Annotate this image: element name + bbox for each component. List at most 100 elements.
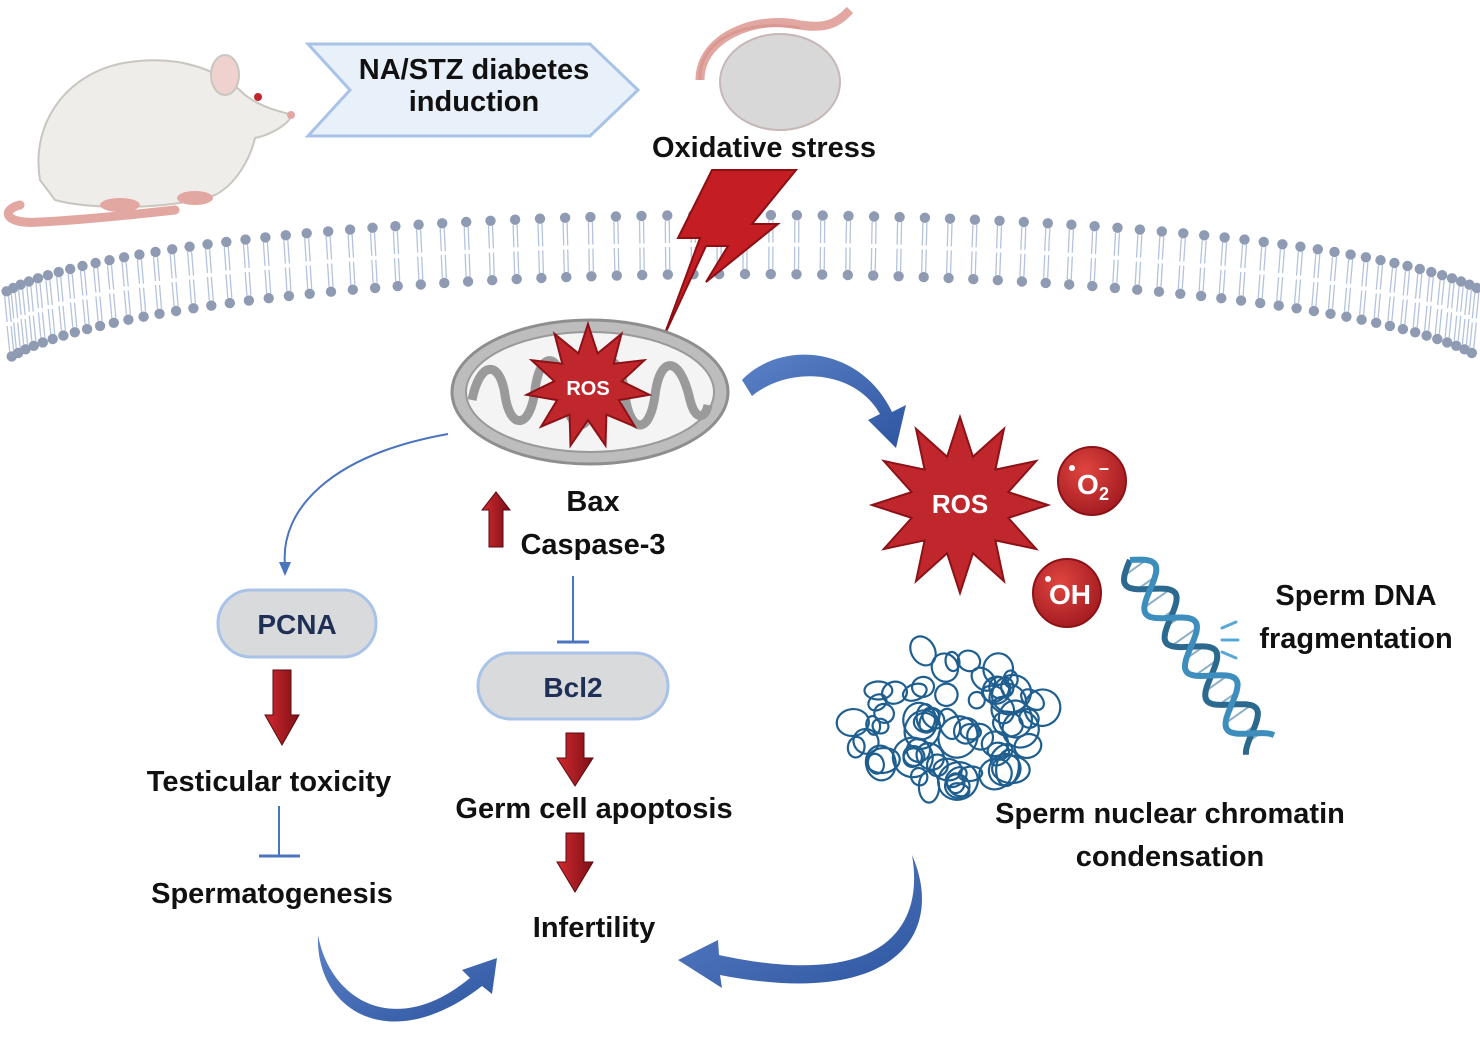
dna-helix-icon — [1120, 556, 1276, 755]
lipid-tail — [1179, 238, 1182, 262]
lipid-head — [1042, 218, 1054, 229]
lipid-tail — [138, 287, 143, 312]
lipid-tail — [13, 322, 17, 348]
lipid-head — [1384, 320, 1396, 332]
lipid-head — [1414, 263, 1426, 275]
lipid-tail — [1400, 299, 1404, 325]
lipid-tail — [1430, 277, 1434, 302]
lipid-tail — [492, 252, 495, 276]
lipid-tail — [82, 299, 86, 325]
induction-label-line2: induction — [409, 86, 539, 118]
lipid-tail — [975, 224, 978, 248]
lipid-tail — [1220, 242, 1224, 266]
lipid-head — [1325, 308, 1336, 319]
lipid-tail — [566, 222, 569, 246]
lipid-head — [1312, 244, 1324, 255]
lipid-tail — [10, 325, 15, 352]
lipid-tail — [950, 223, 953, 247]
down-arrow-pcna-toxicity — [264, 669, 300, 747]
dna-fragmentation-label-line2: fragmentation — [1259, 623, 1452, 655]
lipid-tail — [874, 247, 877, 271]
lipid-tail — [73, 302, 78, 328]
lipid-head — [20, 344, 31, 355]
lipid-head — [301, 228, 312, 239]
germ-cell-apoptosis-label: Germ cell apoptosis — [455, 793, 732, 825]
lipid-tail — [1331, 284, 1336, 309]
lipid-tail — [1469, 322, 1473, 348]
lipid-tail — [3, 296, 8, 322]
chromatin-loop — [866, 752, 885, 775]
lipid-tail — [309, 265, 313, 289]
hydroxyl-radical: OH — [1032, 558, 1102, 628]
lipid-head — [611, 270, 622, 281]
lipid-tail — [591, 222, 594, 245]
lipid-tail — [47, 309, 52, 335]
lipid-tail — [995, 252, 998, 276]
chromatin-loop — [966, 722, 995, 751]
lipid-tail — [325, 236, 329, 260]
down-arrow-bcl2-apoptosis — [556, 732, 594, 787]
lipid-tail — [24, 318, 29, 345]
lipid-head — [994, 215, 1005, 226]
lipid-tail — [1242, 272, 1246, 296]
lipid-tail — [1067, 229, 1071, 253]
lipid-tail — [1434, 309, 1439, 335]
chromatin-loop — [990, 673, 1033, 714]
lipid-tail — [1280, 276, 1284, 301]
lipid-tail — [538, 250, 541, 274]
lipid-tail — [41, 312, 46, 338]
lipid-head — [1239, 234, 1250, 245]
chromatin-loop — [937, 761, 979, 801]
lipid-head — [437, 218, 448, 229]
lipid-tail — [921, 249, 923, 273]
lipid-tail — [1199, 240, 1203, 264]
lipid-tail — [1453, 315, 1458, 341]
lipid-tail — [1297, 279, 1302, 304]
lipid-tail — [99, 296, 103, 321]
lipid-tail — [30, 286, 34, 312]
lipid-tail — [1441, 280, 1445, 306]
lipid-tail — [945, 250, 948, 274]
lipid-tail — [305, 265, 309, 289]
chromatin-loop — [863, 680, 894, 701]
lipid-head — [1109, 282, 1121, 294]
lipid-tail — [1281, 249, 1286, 274]
lipid-tail — [20, 318, 25, 345]
caspase-label: Caspase-3 — [520, 529, 665, 561]
lipid-head — [1132, 284, 1143, 295]
lipid-tail — [227, 246, 231, 271]
chromatin-loop — [930, 652, 960, 683]
lipid-tail — [136, 259, 141, 284]
lipid-head — [1273, 300, 1284, 311]
bcl2-pill: Bcl2 — [476, 651, 670, 721]
chromatin-loop — [867, 693, 888, 712]
lipid-tail — [487, 225, 491, 249]
lipid-tail — [169, 254, 173, 279]
lipid-head — [138, 311, 149, 322]
lipid-tail — [1406, 270, 1411, 296]
down-arrow-apoptosis-infertility — [556, 832, 594, 893]
lipid-tail — [92, 267, 97, 293]
lipid-head — [765, 268, 776, 280]
lipid-tail — [1023, 253, 1026, 277]
lipid-tail — [351, 234, 355, 258]
lipid-head — [868, 211, 880, 222]
chromatin-loop — [852, 727, 880, 755]
chromatin-loop — [967, 690, 986, 710]
lipid-tail — [443, 228, 446, 252]
lipid-head — [1235, 295, 1247, 306]
lipid-tail — [1468, 289, 1473, 316]
lipid-head — [610, 211, 622, 222]
lipid-tail — [1047, 255, 1050, 278]
lipid-head — [1255, 297, 1266, 309]
lipid-tail — [371, 259, 374, 283]
lipid-tail — [396, 231, 400, 255]
lipid-tail — [352, 261, 356, 285]
lipid-head — [1389, 257, 1400, 269]
lipid-head — [968, 273, 979, 285]
lipid-tail — [1293, 279, 1298, 304]
induction-chevron: NA/STZ diabetes induction — [304, 42, 641, 138]
lipid-tail — [1416, 302, 1421, 328]
lipid-tail — [156, 256, 161, 281]
lipid-head — [280, 230, 291, 241]
